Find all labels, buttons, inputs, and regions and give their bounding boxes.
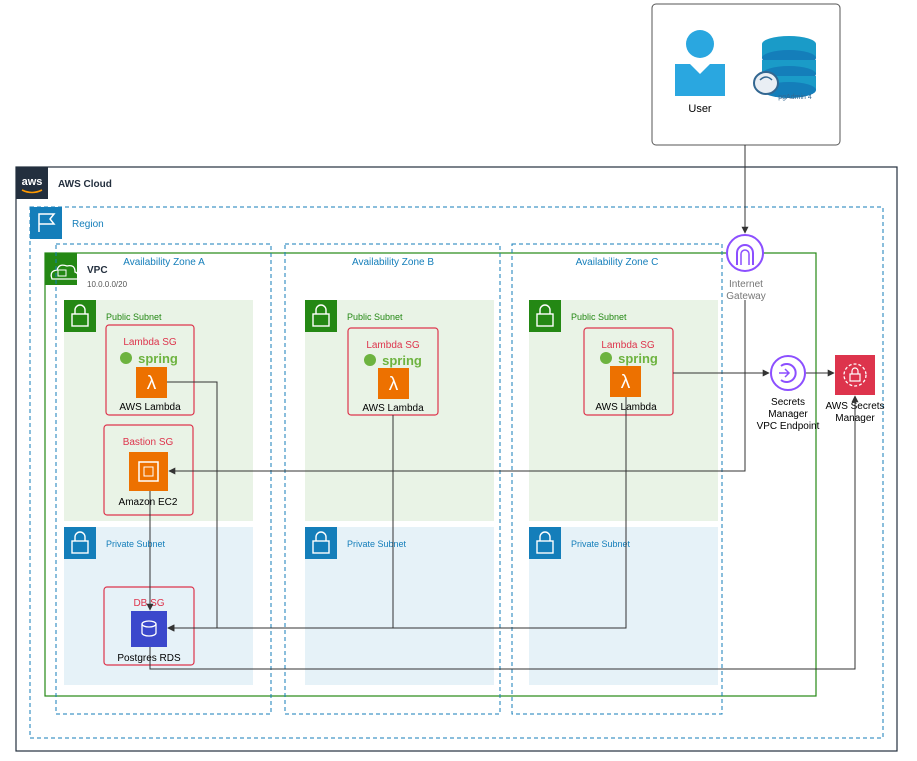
private-subnet-c: Private Subnet: [529, 527, 718, 685]
svg-text:λ: λ: [389, 374, 399, 395]
database-server-icon: [762, 36, 816, 98]
lambda-sg-a: Lambda SG spring λ AWS Lambda: [105, 324, 195, 416]
rds-icon: [131, 611, 167, 647]
igw-label-line1: Internet: [729, 279, 763, 290]
spring-logo-text: spring: [382, 353, 422, 368]
vpc-group: VPC 10.0.0.0/20: [44, 252, 817, 697]
az-c-label: Availability Zone C: [576, 257, 659, 268]
private-subnet-label: Private Subnet: [571, 539, 631, 549]
aws-cloud-label: AWS Cloud: [58, 179, 112, 190]
vpc-cloud-lock-icon: [45, 253, 77, 285]
user-box: User pgAdmin 4: [651, 3, 841, 146]
lambda-sg-label: Lambda SG: [366, 340, 420, 351]
public-subnet-c: Public Subnet: [529, 300, 718, 521]
lambda-sg-label: Lambda SG: [123, 337, 177, 348]
spring-logo-text: spring: [138, 351, 178, 366]
private-subnet-label: Private Subnet: [347, 539, 407, 549]
lambda-icon: [610, 366, 641, 397]
spring-leaf-icon: [364, 354, 376, 366]
private-subnet-a: Private Subnet: [64, 527, 253, 685]
user-icon: [675, 30, 725, 96]
region-group: Region: [29, 206, 884, 739]
internet-gateway: Internet Gateway: [726, 234, 766, 302]
user-label: User: [688, 103, 712, 115]
rds-name: Postgres RDS: [117, 653, 181, 664]
aws-cloud-group: aws AWS Cloud: [15, 166, 898, 752]
bastion-sg: Bastion SG Amazon EC2: [103, 424, 194, 516]
availability-zone-a: Availability Zone A: [55, 243, 272, 715]
spring-leaf-icon: [120, 352, 132, 364]
spring-logo-text: spring: [618, 351, 658, 366]
lambda-sg-b: Lambda SG spring λ AWS Lambda: [347, 327, 439, 416]
az-b-label: Availability Zone B: [352, 257, 434, 268]
availability-zone-c: Availability Zone C: [511, 243, 723, 715]
pgadmin-label: pgAdmin 4: [778, 94, 812, 101]
vpc-label: VPC: [87, 265, 108, 276]
public-subnet-label: Public Subnet: [571, 312, 627, 322]
endpoint-label-line1: Secrets: [771, 397, 805, 408]
internet-gateway-icon: [726, 234, 764, 272]
lambda-name: AWS Lambda: [362, 403, 424, 414]
public-subnet-b: Public Subnet: [305, 300, 494, 521]
igw-label-line2: Gateway: [726, 291, 765, 302]
az-a-label: Availability Zone A: [123, 257, 205, 268]
private-subnet-b: Private Subnet: [305, 527, 494, 685]
region-flag-icon: [30, 207, 62, 239]
endpoint-label-line2: Manager: [768, 409, 808, 420]
public-subnet-label: Public Subnet: [347, 312, 403, 322]
svg-text:λ: λ: [147, 373, 157, 394]
postgres-elephant-icon: [753, 71, 779, 95]
lambda-icon: [136, 367, 167, 398]
aws-logo-text: aws: [22, 176, 43, 188]
secrets-manager-vpc-endpoint: Secrets Manager VPC Endpoint: [757, 355, 820, 432]
availability-zone-b: Availability Zone B: [284, 243, 501, 715]
ec2-name: Amazon EC2: [119, 497, 178, 508]
svg-text:λ: λ: [621, 372, 631, 393]
vpc-cidr: 10.0.0.0/20: [87, 280, 128, 289]
rds-to-secrets-connector: [149, 395, 859, 670]
public-subnet-label: Public Subnet: [106, 312, 162, 322]
region-label: Region: [72, 219, 104, 230]
endpoint-label-line3: VPC Endpoint: [757, 421, 820, 432]
lambda-icon: [378, 368, 409, 399]
connectors: [146, 145, 859, 670]
spring-leaf-icon: [600, 352, 612, 364]
aws-logo-icon: [16, 167, 48, 199]
private-subnet-label: Private Subnet: [106, 539, 166, 549]
db-sg: DB SG Postgres RDS: [103, 586, 195, 666]
secrets-manager-icon: [835, 355, 875, 395]
lambda-c-to-rds-connector: [167, 397, 627, 632]
ec2-icon: [129, 452, 168, 491]
bastion-sg-label: Bastion SG: [123, 437, 174, 448]
lambda-sg-label: Lambda SG: [601, 340, 655, 351]
igw-to-bastion-connector: [168, 300, 746, 475]
lambda-name: AWS Lambda: [119, 402, 181, 413]
db-sg-label: DB SG: [133, 598, 164, 609]
